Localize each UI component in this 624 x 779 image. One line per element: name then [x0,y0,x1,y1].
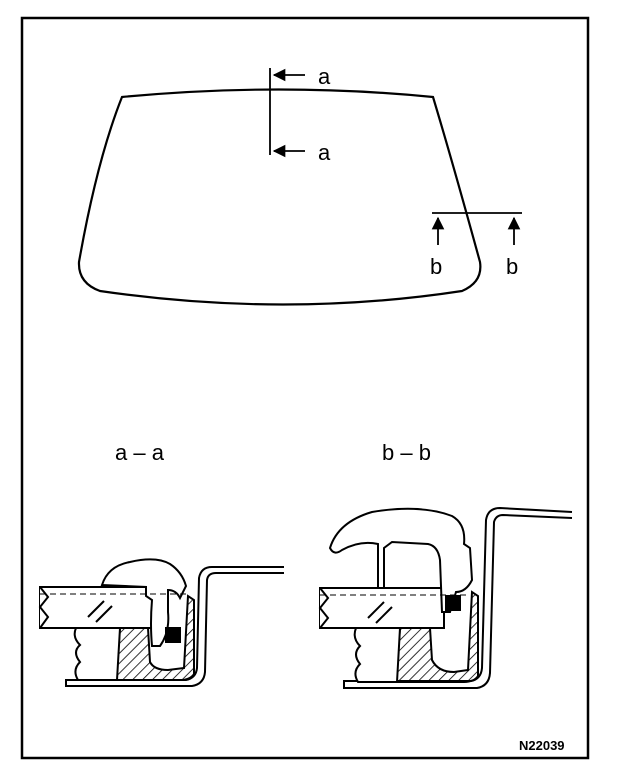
section-a-drawing [38,558,284,687]
section-a-body-panel [65,566,284,687]
figure-frame [20,16,590,760]
section-a-clip [165,627,181,643]
section-b-glass-glint [367,601,385,619]
section-a-glass-glint [87,600,105,618]
section-b-clip [445,595,461,611]
section-a-moulding [100,558,188,647]
section-b-glass [319,587,445,629]
windshield-outline [77,88,482,306]
section-b-adhesive [394,590,479,683]
section-a-title: a – a [115,440,165,465]
section-a-dam [73,627,122,681]
section-a-adhesive [114,594,195,681]
section-b-dam [353,627,402,683]
arrow-a-top-label: a [318,64,331,89]
arrow-b-left-label: b [430,254,442,279]
figure-code: N22039 [519,738,565,753]
section-b-drawing [318,506,573,689]
section-b-body-panel [343,506,573,689]
section-b-moulding [328,507,474,613]
section-a-glass-glint-2 [95,605,113,623]
section-b-title: b – b [382,440,431,465]
arrow-a-bottom-label: a [318,140,331,165]
arrow-b-right-label: b [506,254,518,279]
section-b-glass-glint-2 [375,606,393,624]
